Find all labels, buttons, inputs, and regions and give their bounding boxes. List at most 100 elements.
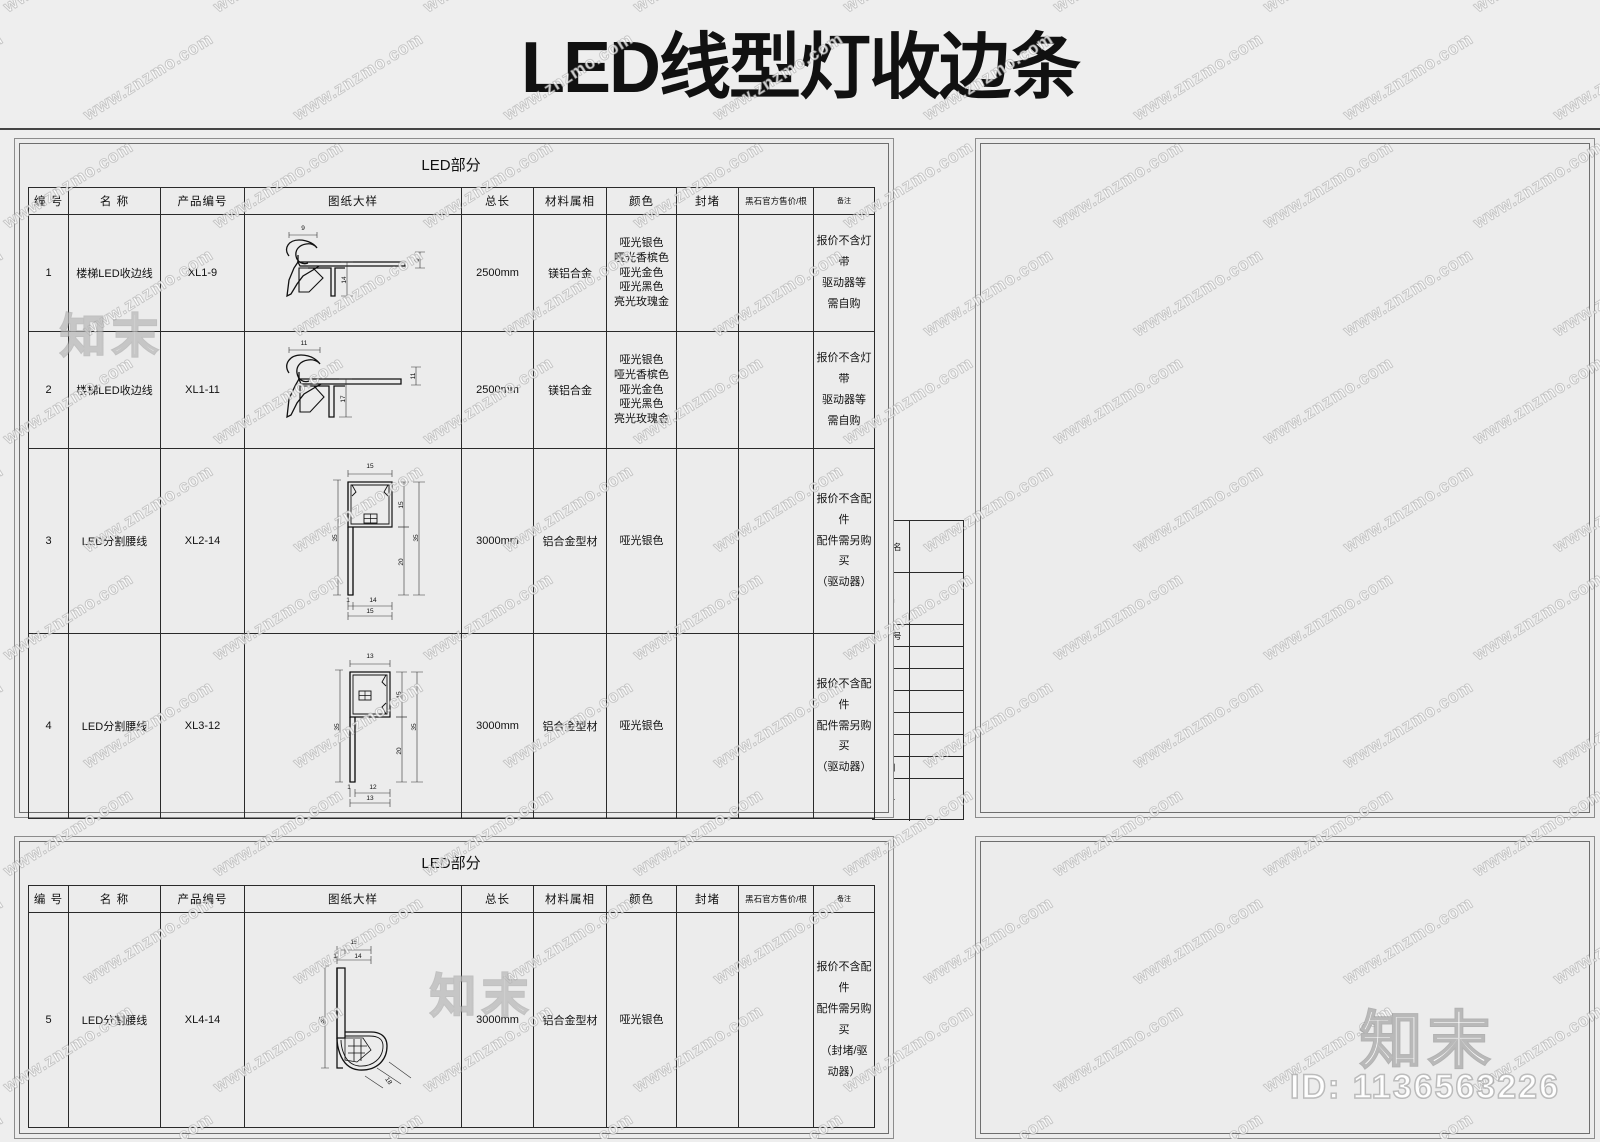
cell-remark: 报价不含配件配件需另购买（驱动器） xyxy=(813,448,875,634)
cell-remark: 报价不含灯带驱动器等需自购 xyxy=(813,331,875,449)
cell-length: 3000mm xyxy=(461,633,534,819)
page-title: LED线型灯收边条 xyxy=(520,28,1081,108)
dim-label: 35 xyxy=(413,534,420,542)
cell-price xyxy=(738,214,814,332)
dim-label: 12 xyxy=(369,784,377,791)
dim-label: 20 xyxy=(396,747,403,755)
title-block-value[interactable] xyxy=(909,669,963,690)
cell-color: 哑光银色 xyxy=(606,633,677,819)
cell-color: 哑光银色 xyxy=(606,912,677,1128)
cell-drawing: 9 9 14 xyxy=(244,214,462,332)
dim-label: 9 xyxy=(301,225,305,232)
cell-name: 楼梯LED收边线 xyxy=(68,214,161,332)
sheet-bottom-right xyxy=(975,836,1595,1139)
title-block-value[interactable] xyxy=(909,757,963,778)
cell-no: 1 xyxy=(28,214,69,332)
dim-label: 35 xyxy=(332,534,339,542)
title-block-value[interactable] xyxy=(909,735,963,756)
dim-label: 1 xyxy=(346,597,350,604)
cell-color: 哑光银色 xyxy=(606,448,677,634)
cell-name: LED分割腰线 xyxy=(68,912,161,1128)
dim-label: 11 xyxy=(301,340,308,347)
spec-table-1: 编 号 名 称 产品编号 图纸大样 总长 材料属相 颜色 封堵 黑石官方售价/根… xyxy=(28,187,875,819)
cell-code: XL1-11 xyxy=(160,331,245,449)
title-block-value[interactable] xyxy=(909,647,963,668)
dim-label: 20 xyxy=(398,558,405,566)
col-drawing: 图纸大样 xyxy=(244,187,462,215)
dim-label: 35 xyxy=(334,723,341,731)
table-row: 3 LED分割腰线 XL2-14 xyxy=(28,448,875,634)
col-length: 总长 xyxy=(461,187,534,215)
cell-name: LED分割腰线 xyxy=(68,633,161,819)
cell-price xyxy=(738,633,814,819)
cell-name: 楼梯LED收边线 xyxy=(68,331,161,449)
cell-seal xyxy=(676,912,739,1128)
cell-code: XL3-12 xyxy=(160,633,245,819)
col-length: 总长 xyxy=(461,885,534,913)
dim-label: 13 xyxy=(366,795,374,802)
cell-drawing: 11 11 17 xyxy=(244,331,462,449)
title-block-value[interactable] xyxy=(909,691,963,712)
sheet-bottom-left: LED部分 编 号 名 称 产品编号 图纸大样 总长 材料属相 颜色 封堵 黑石… xyxy=(14,836,894,1139)
table-row: 4 LED分割腰线 XL3-12 xyxy=(28,633,875,819)
cell-drawing: 15 14 1 35 18 xyxy=(244,912,462,1128)
cell-price xyxy=(738,448,814,634)
dim-label: 13 xyxy=(366,653,374,660)
cell-remark: 报价不含灯带驱动器等需自购 xyxy=(813,214,875,332)
col-color: 颜色 xyxy=(606,885,677,913)
cell-seal xyxy=(676,448,739,634)
dim-label: 9 xyxy=(414,258,421,262)
col-no: 编 号 xyxy=(28,885,69,913)
dim-label: 15 xyxy=(366,608,374,615)
sheet-top-left: LED部分 编 号 名 称 产品编号 图纸大样 总长 材料属相 颜色 封堵 黑石… xyxy=(14,138,894,819)
watermark-text: www.znzmo.com xyxy=(0,676,7,773)
cell-no: 3 xyxy=(28,448,69,634)
col-name: 名 称 xyxy=(68,187,161,215)
dim-label: 14 xyxy=(369,597,377,604)
cell-color: 哑光银色哑光香槟色哑光金色哑光黑色亮光玫瑰金 xyxy=(606,331,677,449)
table-header-row: 编 号 名 称 产品编号 图纸大样 总长 材料属相 颜色 封堵 黑石官方售价/根… xyxy=(28,885,875,913)
watermark-text: www.znzmo.com xyxy=(0,1108,7,1139)
watermark-text: www.znzmo.com xyxy=(0,892,7,989)
dim-label: 15 xyxy=(398,501,405,509)
cell-length: 2500mm xyxy=(461,331,534,449)
col-color: 颜色 xyxy=(606,187,677,215)
col-seal: 封堵 xyxy=(676,187,739,215)
dim-label: 17 xyxy=(340,395,347,403)
dim-label: 15 xyxy=(366,463,374,470)
cell-drawing: 15 15 35 35 20 1 14 15 xyxy=(244,448,462,634)
col-price: 黑石官方售价/根 xyxy=(738,885,814,913)
cell-price xyxy=(738,912,814,1128)
col-code: 产品编号 xyxy=(160,187,245,215)
cell-code: XL4-14 xyxy=(160,912,245,1128)
dim-label: 15 xyxy=(396,691,403,699)
table-row: 2 楼梯LED收边线 XL1-11 xyxy=(28,331,875,449)
cell-material: 铝合金型材 xyxy=(533,633,607,819)
cell-price xyxy=(738,331,814,449)
title-block-value[interactable] xyxy=(909,573,963,624)
col-price: 黑石官方售价/根 xyxy=(738,187,814,215)
col-drawing: 图纸大样 xyxy=(244,885,462,913)
cell-code: XL1-9 xyxy=(160,214,245,332)
cell-drawing: 13 15 35 35 20 1 12 13 xyxy=(244,633,462,819)
dim-label: 18 xyxy=(383,1076,393,1086)
cell-material: 镁铝合金 xyxy=(533,331,607,449)
dim-label: 1 xyxy=(333,953,337,960)
table-caption-2: LED部分 xyxy=(421,855,481,872)
cell-seal xyxy=(676,633,739,819)
dim-label: 11 xyxy=(410,372,417,379)
title-block-value[interactable] xyxy=(909,713,963,734)
header-rule xyxy=(0,128,1600,130)
title-block-value[interactable] xyxy=(909,625,963,646)
title-block-value[interactable] xyxy=(909,779,963,821)
cell-material: 镁铝合金 xyxy=(533,214,607,332)
watermark-text: www.znzmo.com xyxy=(0,244,7,341)
cell-code: XL2-14 xyxy=(160,448,245,634)
watermark-text: www.znzmo.com xyxy=(0,460,7,557)
cell-seal xyxy=(676,214,739,332)
title-block-value[interactable] xyxy=(909,521,963,572)
dim-label: 14 xyxy=(341,276,348,284)
table-header-row: 编 号 名 称 产品编号 图纸大样 总长 材料属相 颜色 封堵 黑石官方售价/根… xyxy=(28,187,875,215)
cell-remark: 报价不含配件配件需另购买（封堵/驱动器） xyxy=(813,912,875,1128)
table-caption-1: LED部分 xyxy=(421,157,481,174)
